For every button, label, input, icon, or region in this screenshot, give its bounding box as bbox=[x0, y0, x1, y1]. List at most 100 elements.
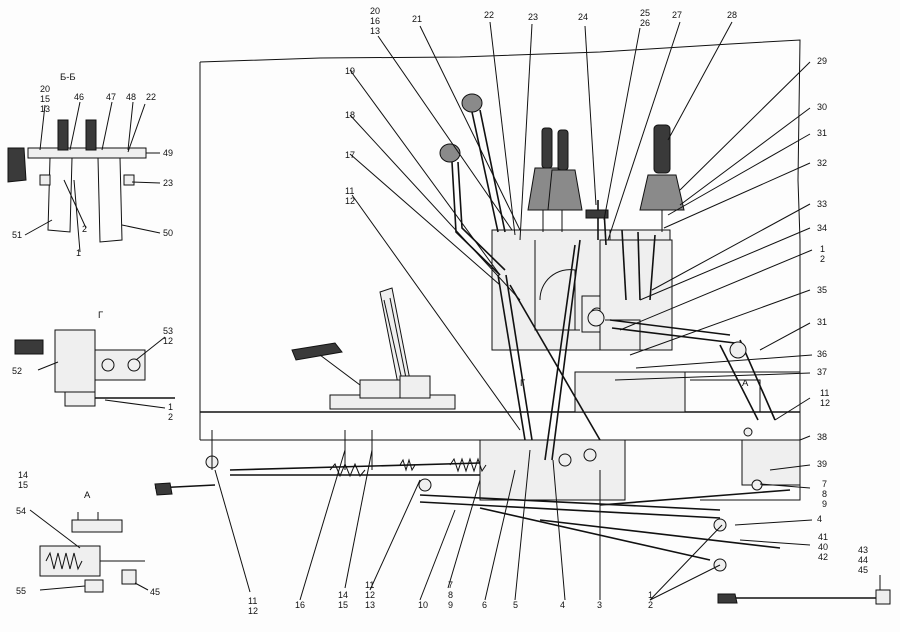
callout-32: 32 bbox=[817, 158, 827, 168]
callout-8b: 8 bbox=[448, 590, 453, 600]
a-callout-54: 54 bbox=[16, 506, 26, 516]
bb-callout-15: 15 bbox=[40, 94, 50, 104]
callout-2a: 2 bbox=[820, 254, 825, 264]
callout-39: 39 bbox=[817, 459, 827, 469]
callout-12b: 12 bbox=[345, 196, 355, 206]
callout-43: 43 bbox=[858, 545, 868, 555]
bb-callout-13: 13 bbox=[40, 104, 50, 114]
callout-10: 10 bbox=[418, 600, 428, 610]
callout-16: 16 bbox=[370, 16, 380, 26]
callout-44: 44 bbox=[858, 555, 868, 565]
callout-36: 36 bbox=[817, 349, 827, 359]
view-a-title: А bbox=[84, 490, 91, 501]
hand-levers bbox=[439, 93, 506, 276]
callout-11c: 11 bbox=[248, 596, 257, 606]
a-callout-14: 14 bbox=[18, 470, 28, 480]
marker-a: А bbox=[742, 378, 749, 389]
callout-11b: 11 bbox=[345, 186, 354, 196]
callout-24: 24 bbox=[578, 12, 588, 22]
callout-31b: 31 bbox=[817, 317, 827, 327]
marker-g: Г bbox=[520, 378, 525, 389]
g-callout-2: 2 bbox=[168, 412, 173, 422]
callout-27: 27 bbox=[672, 10, 682, 20]
gear-levers bbox=[527, 124, 685, 232]
bb-callout-49: 49 bbox=[163, 148, 173, 158]
pedal-assembly bbox=[291, 287, 456, 410]
callout-38: 38 bbox=[817, 432, 827, 442]
callout-25: 25 bbox=[640, 8, 650, 18]
bb-callout-22: 22 bbox=[146, 92, 156, 102]
callout-26: 26 bbox=[640, 18, 650, 28]
callout-1b: 1 bbox=[648, 590, 653, 600]
callout-labels: 20 16 13 21 22 23 24 25 26 27 28 29 30 3… bbox=[12, 6, 868, 616]
view-g-title: Г bbox=[98, 310, 103, 321]
callout-45: 45 bbox=[858, 565, 868, 575]
callout-40: 40 bbox=[818, 542, 828, 552]
g-callout-1: 1 bbox=[168, 402, 173, 412]
callout-22: 22 bbox=[484, 10, 494, 20]
callout-30: 30 bbox=[817, 102, 827, 112]
callout-5: 5 bbox=[513, 600, 518, 610]
callout-2b: 2 bbox=[648, 600, 653, 610]
bb-callout-48: 48 bbox=[126, 92, 136, 102]
callout-12d: 12 bbox=[365, 590, 375, 600]
callout-37: 37 bbox=[817, 367, 827, 377]
callout-35: 35 bbox=[817, 285, 827, 295]
callout-31a: 31 bbox=[817, 128, 827, 138]
callout-13b: 13 bbox=[365, 600, 375, 610]
callout-18: 18 bbox=[345, 110, 355, 120]
view-g: Г bbox=[14, 310, 175, 407]
leader-lines bbox=[24, 21, 881, 601]
callout-28: 28 bbox=[727, 10, 737, 20]
a-callout-45: 45 bbox=[150, 587, 160, 597]
callout-3: 3 bbox=[597, 600, 602, 610]
callout-7b: 7 bbox=[448, 580, 453, 590]
callout-20: 20 bbox=[370, 6, 380, 16]
callout-9a: 9 bbox=[822, 499, 827, 509]
bb-callout-50: 50 bbox=[163, 228, 173, 238]
bb-callout-1: 1 bbox=[76, 248, 81, 258]
g-callout-53: 53 bbox=[163, 326, 173, 336]
bb-callout-23: 23 bbox=[163, 178, 173, 188]
callout-29: 29 bbox=[817, 56, 827, 66]
lower-rods bbox=[154, 462, 791, 561]
callout-6: 6 bbox=[482, 600, 487, 610]
view-a: А bbox=[39, 490, 145, 593]
section-bb-title: Б-Б bbox=[60, 72, 76, 83]
callout-4a: 4 bbox=[817, 514, 822, 524]
callout-33: 33 bbox=[817, 199, 827, 209]
callout-4b: 4 bbox=[560, 600, 565, 610]
callout-14: 14 bbox=[338, 590, 348, 600]
callout-13: 13 bbox=[370, 26, 380, 36]
a-callout-15: 15 bbox=[18, 480, 28, 490]
g-callout-52: 52 bbox=[12, 366, 22, 376]
linkage-rods bbox=[497, 239, 776, 461]
callout-12c: 12 bbox=[248, 606, 258, 616]
callout-11a: 11 bbox=[820, 388, 829, 398]
g-callout-12: 12 bbox=[163, 336, 173, 346]
bb-callout-20: 20 bbox=[40, 84, 50, 94]
springs bbox=[329, 457, 487, 478]
callout-23: 23 bbox=[528, 12, 538, 22]
callout-15: 15 bbox=[338, 600, 348, 610]
bb-callout-2: 2 bbox=[82, 224, 87, 234]
callout-9b: 9 bbox=[448, 600, 453, 610]
callout-8a: 8 bbox=[822, 489, 827, 499]
bb-callout-46: 46 bbox=[74, 92, 84, 102]
callout-42: 42 bbox=[818, 552, 828, 562]
callout-7a: 7 bbox=[822, 479, 827, 489]
callout-12a: 12 bbox=[820, 398, 830, 408]
callout-17: 17 bbox=[345, 150, 355, 160]
callout-19: 19 bbox=[345, 66, 355, 76]
callout-34: 34 bbox=[817, 223, 827, 233]
throttle-rods bbox=[585, 200, 656, 301]
callout-16b: 16 bbox=[295, 600, 305, 610]
callout-11d: 11 bbox=[365, 580, 374, 590]
posts bbox=[211, 430, 373, 470]
callout-21: 21 bbox=[412, 14, 422, 24]
callout-41: 41 bbox=[818, 532, 828, 542]
a-callout-55: 55 bbox=[16, 586, 26, 596]
bb-callout-51: 51 bbox=[12, 230, 22, 240]
